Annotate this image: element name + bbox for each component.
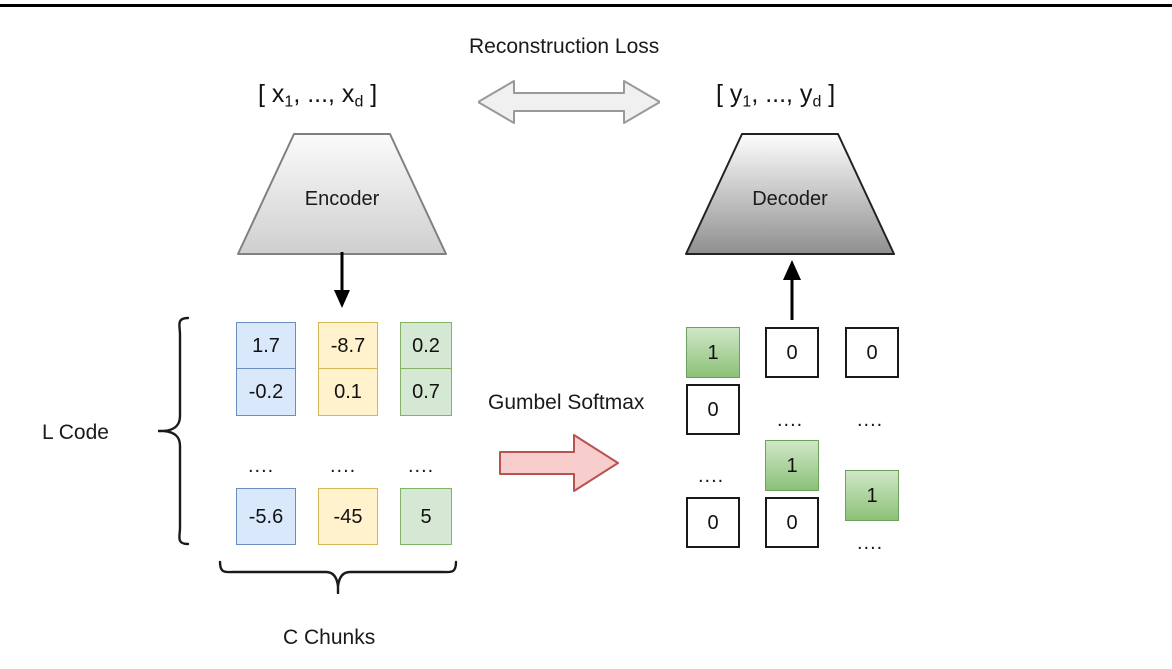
l-code-brace: [158, 316, 190, 546]
onehot-ellipsis-c2: ....: [777, 409, 804, 431]
encoder-block: Encoder: [236, 132, 448, 256]
onehot-ellipsis-c3-bottom: ....: [857, 532, 884, 554]
onehot-cell-c1-r1: 1: [686, 327, 740, 378]
gumbel-softmax-arrow: [499, 434, 619, 492]
latent-cell-c1-r1: 1.7: [236, 322, 296, 369]
onehot-ellipsis-c3-top: ....: [857, 409, 884, 431]
latent-cell-c2-r1: -8.7: [318, 322, 378, 369]
onehot-ellipsis-c1: ....: [698, 465, 725, 487]
c-chunks-brace: [218, 560, 458, 594]
c-chunks-label: C Chunks: [283, 626, 376, 649]
onehot-cell-c2-r4: 0: [765, 497, 819, 548]
output-vector-label: [ y1, ..., yd ]: [716, 82, 835, 110]
reconstruction-loss-arrow: [478, 80, 660, 124]
decoder-block: Decoder: [684, 132, 896, 256]
output-vector-close: ]: [821, 80, 836, 108]
latent-cell-c3-r1: 0.2: [400, 322, 452, 369]
onehot-cell-c1-r4: 0: [686, 497, 740, 548]
latent-cell-c2-r2: 0.1: [318, 369, 378, 416]
input-vector-label: [ x1, ..., xd ]: [258, 82, 377, 110]
onehot-cell-c3-r3: 1: [845, 470, 899, 521]
decoder-shape: [685, 133, 895, 255]
latent-cell-c1-r2: -0.2: [236, 369, 296, 416]
latent-cell-c3-r2: 0.7: [400, 369, 452, 416]
onehot-cell-c2-r3: 1: [765, 440, 819, 491]
onehot-cell-c3-r1: 0: [845, 327, 899, 378]
latent-cell-c1-tail: -5.6: [236, 488, 296, 545]
gumbel-softmax-label: Gumbel Softmax: [488, 391, 645, 414]
input-vector-close: ]: [363, 80, 378, 108]
input-vector-sub2: d: [354, 93, 364, 111]
latent-ellipsis-c2: ....: [330, 455, 357, 477]
input-vector-mid: , ..., x: [293, 80, 355, 108]
encoder-shape: [237, 133, 447, 255]
onehot-to-decoder-arrow: [783, 260, 801, 320]
input-vector-open: [ x: [258, 80, 285, 108]
input-vector-sub1: 1: [284, 93, 294, 111]
header-rule: [0, 4, 1172, 7]
output-vector-sub1: 1: [742, 93, 752, 111]
latent-cell-c2-tail: -45: [318, 488, 378, 545]
output-vector-open: [ y: [716, 80, 743, 108]
encoder-to-code-arrow: [334, 252, 350, 308]
latent-cell-c3-tail: 5: [400, 488, 452, 545]
reconstruction-loss-label: Reconstruction Loss: [469, 35, 660, 58]
onehot-cell-c2-r1: 0: [765, 327, 819, 378]
l-code-label: L Code: [42, 421, 109, 444]
output-vector-mid: , ..., y: [751, 80, 813, 108]
latent-ellipsis-c3: ....: [408, 455, 435, 477]
output-vector-sub2: d: [812, 93, 822, 111]
latent-ellipsis-c1: ....: [248, 455, 275, 477]
onehot-cell-c1-r2: 0: [686, 384, 740, 435]
